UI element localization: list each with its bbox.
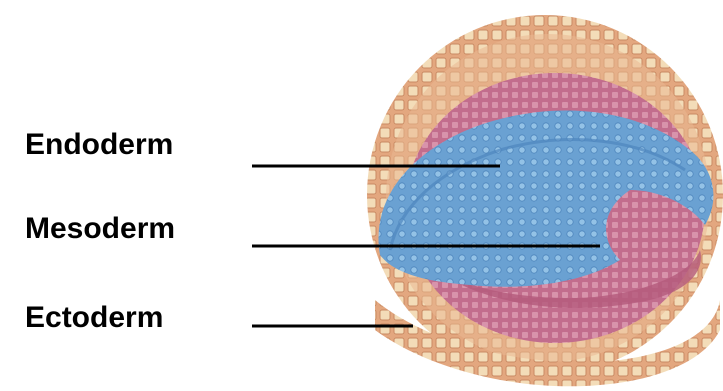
- mesoderm-label: Mesoderm: [25, 214, 175, 244]
- endoderm-label: Endoderm: [25, 130, 173, 160]
- ectoderm-label: Ectoderm: [25, 303, 163, 333]
